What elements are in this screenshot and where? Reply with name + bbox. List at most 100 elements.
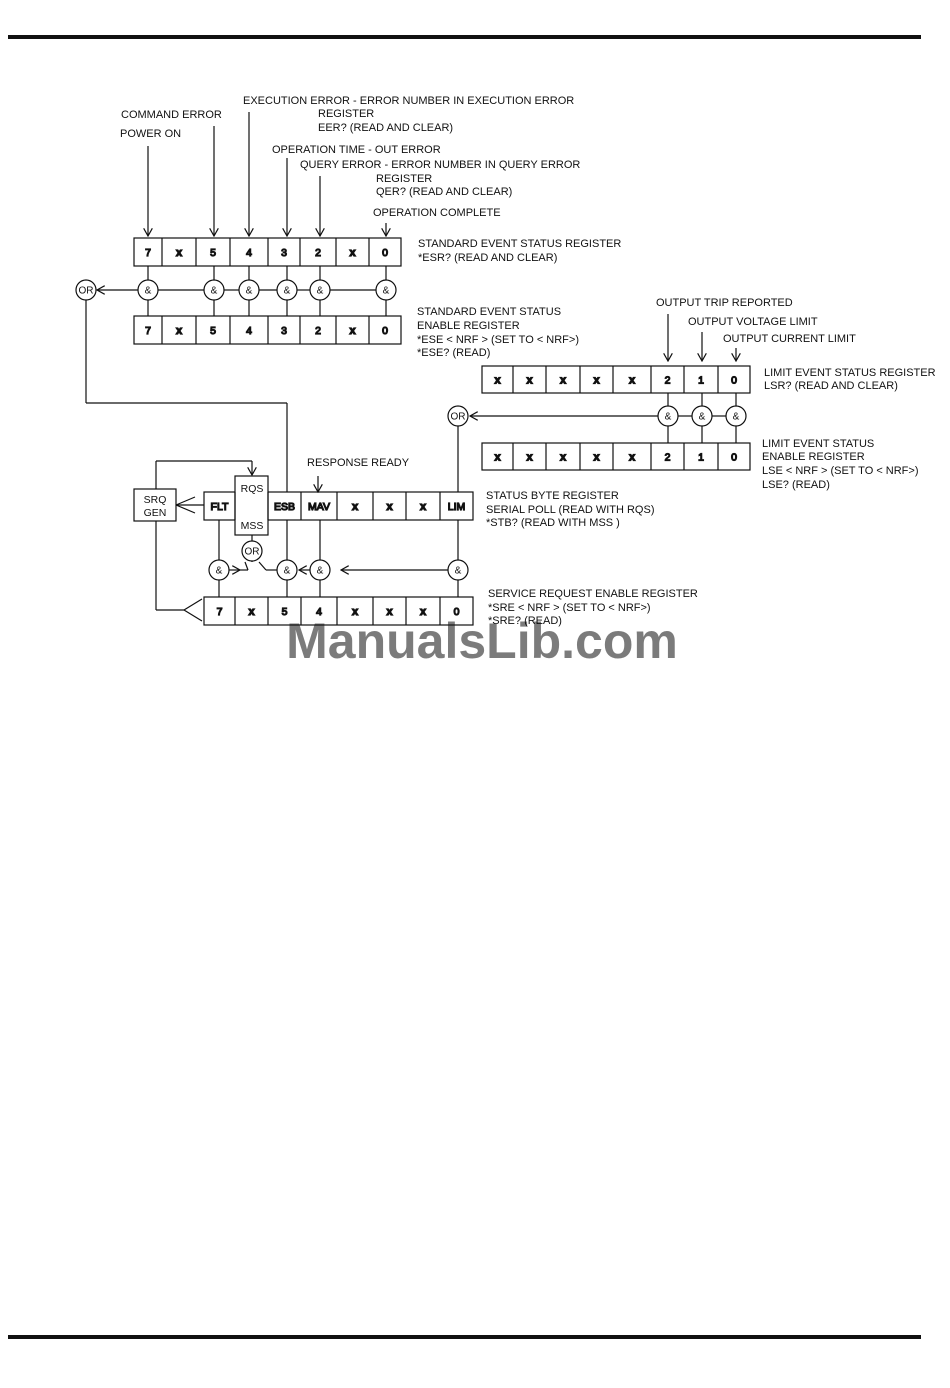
limit-or-gate: OR [447, 405, 469, 427]
std-event-status-bit-5: 2 [315, 247, 321, 259]
service-request-bit-5: x [386, 606, 393, 618]
limit-event-enable-bit-4: x [629, 452, 636, 464]
limit-and-gate-1: & [691, 405, 713, 427]
query-error-register-label: REGISTER [376, 173, 432, 185]
std-event-status-bit-3: 4 [246, 247, 252, 259]
std-event-status-bit-2: 5 [210, 247, 216, 259]
std-event-enable-bit-7: 0 [382, 325, 388, 337]
srq-label: SRQ [144, 494, 167, 506]
watermark: ManualsLib.com [286, 613, 678, 669]
operation-timeout-label: OPERATION TIME - OUT ERROR [272, 144, 441, 156]
service-request-bit-1: x [248, 606, 255, 618]
service-request-bit-0: 7 [217, 606, 223, 618]
execution-error-register-label: REGISTER [318, 108, 374, 120]
eer-query-label: EER? (READ AND CLEAR) [318, 122, 453, 134]
std-event-enable-label-1: STANDARD EVENT STATUS [417, 306, 561, 318]
svg-text:&: & [211, 286, 218, 297]
limit-event-status-bit-0: x [494, 375, 501, 387]
sre-and-gate-0: & [208, 559, 230, 581]
operation-complete-label: OPERATION COMPLETE [373, 207, 501, 219]
status-byte-bit-7: LIM [448, 501, 466, 513]
limit-event-status-bit-5: 2 [665, 375, 671, 387]
lsr-query-label: LSR? (READ AND CLEAR) [764, 380, 898, 392]
svg-text:OR: OR [245, 547, 260, 558]
svg-text:OR: OR [79, 286, 94, 297]
svg-text:&: & [665, 412, 672, 423]
svg-text:&: & [284, 566, 291, 577]
limit-event-status-bit-6: 1 [698, 375, 704, 387]
std-event-status-bit-7: 0 [382, 247, 388, 259]
status-byte-bit-3: MAV [308, 501, 330, 513]
output-voltage-label: OUTPUT VOLTAGE LIMIT [688, 316, 818, 328]
service-request-bit-4: x [352, 606, 359, 618]
limit-event-enable-bit-7: 0 [731, 452, 737, 464]
status-byte-bit-6: x [420, 501, 427, 513]
service-request-bit-3: 4 [316, 606, 322, 618]
power-on-label: POWER ON [120, 128, 181, 140]
service-request-bit-6: x [420, 606, 427, 618]
status-byte-bit-0: FLT [211, 501, 229, 513]
std-and-gate-4: & [309, 279, 331, 301]
std-and-gate-1: & [203, 279, 225, 301]
limit-event-status-bit-4: x [629, 375, 636, 387]
sre-and-gate-3: & [447, 559, 469, 581]
output-current-label: OUTPUT CURRENT LIMIT [723, 333, 856, 345]
limit-event-enable-label-2: ENABLE REGISTER [762, 451, 865, 463]
svg-text:&: & [699, 412, 706, 423]
limit-event-status-register-box [481, 365, 751, 394]
sre-read-label: *SRE? (READ) [488, 615, 562, 627]
svg-text:&: & [733, 412, 740, 423]
serial-poll-label: SERIAL POLL (READ WITH RQS) [486, 504, 655, 516]
execution-error-label: EXECUTION ERROR - ERROR NUMBER IN EXECUT… [243, 95, 574, 107]
stb-query-label: *STB? (READ WITH MSS ) [486, 517, 620, 529]
std-event-enable-bit-5: 2 [315, 325, 321, 337]
std-and-gate-0: & [137, 279, 159, 301]
limit-and-gate-0: & [657, 405, 679, 427]
mss-label: MSS [241, 520, 264, 532]
status-byte-bit-2: ESB [274, 501, 295, 513]
svg-text:&: & [317, 566, 324, 577]
limit-event-enable-bit-6: 1 [698, 452, 704, 464]
service-request-register-label: SERVICE REQUEST ENABLE REGISTER [488, 588, 698, 600]
std-and-gate-5: & [375, 279, 397, 301]
std-event-status-register-label: STANDARD EVENT STATUS REGISTER [418, 238, 621, 250]
std-or-gate: OR [75, 279, 97, 301]
lse-read-label: LSE? (READ) [762, 479, 830, 491]
status-byte-register-label: STATUS BYTE REGISTER [486, 490, 619, 502]
status-byte-register-box [203, 491, 474, 521]
svg-text:&: & [145, 286, 152, 297]
limit-event-status-bit-1: x [526, 375, 533, 387]
limit-event-enable-bit-3: x [593, 452, 600, 464]
rqs-label: RQS [241, 483, 264, 495]
svg-text:&: & [383, 286, 390, 297]
sre-and-gate-2: & [309, 559, 331, 581]
svg-text:&: & [317, 286, 324, 297]
response-ready-label: RESPONSE READY [307, 457, 410, 469]
sre-set-label: *SRE < NRF > (SET TO < NRF>) [488, 602, 651, 614]
limit-event-enable-bit-2: x [560, 452, 567, 464]
std-event-enable-bit-3: 4 [246, 325, 252, 337]
query-error-label: QUERY ERROR - ERROR NUMBER IN QUERY ERRO… [300, 159, 580, 171]
limit-and-gate-2: & [725, 405, 747, 427]
limit-event-status-bit-3: x [593, 375, 600, 387]
gen-label: GEN [144, 507, 167, 519]
std-event-status-bit-6: x [349, 247, 356, 259]
limit-event-enable-bit-0: x [494, 452, 501, 464]
sre-or-gate: OR [241, 540, 263, 562]
command-error-label: COMMAND ERROR [121, 109, 222, 121]
service-request-bit-2: 5 [282, 606, 288, 618]
std-and-gate-3: & [276, 279, 298, 301]
std-event-enable-bit-0: 7 [145, 325, 151, 337]
qer-query-label: QER? (READ AND CLEAR) [376, 186, 512, 198]
limit-event-status-register-label: LIMIT EVENT STATUS REGISTER [764, 367, 936, 379]
std-event-status-bit-0: 7 [145, 247, 151, 259]
svg-text:&: & [284, 286, 291, 297]
std-and-gate-2: & [238, 279, 260, 301]
ese-read-label: *ESE? (READ) [417, 347, 490, 359]
limit-event-enable-register-box [481, 442, 751, 471]
service-request-enable-register-box [203, 596, 474, 626]
limit-event-enable-bit-5: 2 [665, 452, 671, 464]
std-event-enable-bit-2: 5 [210, 325, 216, 337]
std-event-enable-bit-1: x [176, 325, 183, 337]
